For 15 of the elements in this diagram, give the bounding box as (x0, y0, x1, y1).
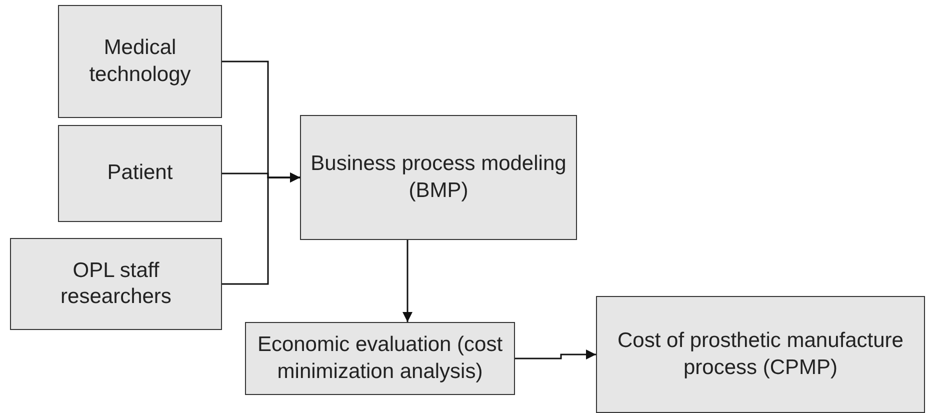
box-label: OPL staff researchers (60, 258, 172, 310)
process-box (596, 296, 925, 413)
arrow (402, 240, 412, 322)
box-label: Business process modeling (BMP) (310, 151, 568, 204)
box-label: Medical technology (88, 35, 192, 88)
arrow (222, 172, 300, 285)
arrow (515, 350, 596, 360)
process-box (245, 322, 515, 395)
box-label: Patient (107, 160, 173, 186)
box-label: Cost of prosthetic manufacture process (CPMP) (616, 328, 904, 380)
process-box (10, 238, 222, 330)
process-box (58, 5, 222, 118)
process-box (300, 115, 577, 240)
box-label: Economic evaluation (cost minimization analysis) (256, 332, 504, 384)
process-box (58, 125, 222, 222)
